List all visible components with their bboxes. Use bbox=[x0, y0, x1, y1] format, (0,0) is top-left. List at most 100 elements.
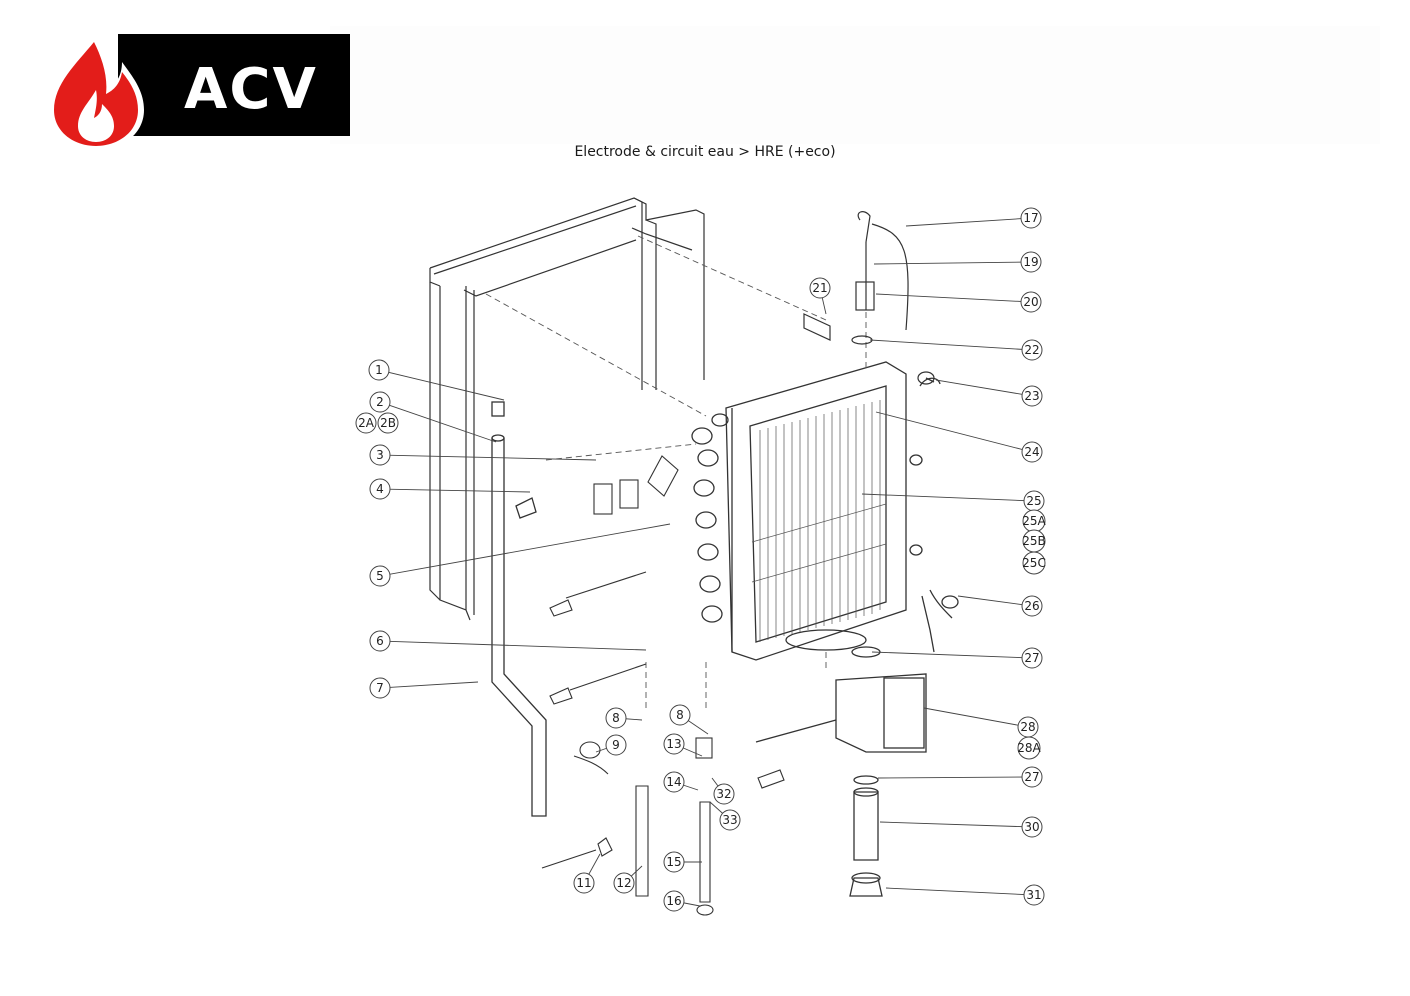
flame-icon bbox=[48, 36, 144, 150]
heat-exchanger bbox=[691, 361, 941, 661]
callout-label: 21 bbox=[812, 281, 827, 295]
callout-label: 28A bbox=[1017, 741, 1041, 755]
callout-label: 4 bbox=[376, 482, 384, 496]
callout-bubble bbox=[1021, 441, 1043, 463]
callout-bubble bbox=[613, 872, 635, 894]
leader-line bbox=[923, 707, 1029, 728]
callout-label: 2 bbox=[376, 395, 384, 409]
callout-bubble bbox=[1021, 385, 1043, 407]
callout-bubble bbox=[1023, 884, 1045, 906]
callout-bubble bbox=[809, 277, 831, 299]
leader-line bbox=[877, 776, 1033, 779]
callout-label: 6 bbox=[376, 634, 384, 648]
leader-line bbox=[869, 339, 1033, 351]
callout-bubble bbox=[369, 444, 391, 466]
callout-bubble bbox=[1021, 339, 1043, 361]
page-title: Electrode & circuit eau > HRE (+eco) bbox=[574, 144, 836, 160]
callout-label: 16 bbox=[666, 894, 681, 908]
callout-label: 15 bbox=[666, 855, 681, 869]
callout-bubble bbox=[1021, 766, 1043, 788]
callout-label: 26 bbox=[1024, 599, 1039, 613]
circulation-pump bbox=[755, 589, 959, 897]
callout-label: 12 bbox=[616, 876, 631, 890]
callout-label: 8 bbox=[676, 708, 684, 722]
callout-label: 25 bbox=[1026, 494, 1041, 508]
leader-line bbox=[379, 488, 531, 493]
callout-bubble bbox=[368, 359, 390, 381]
callout-bubble bbox=[605, 707, 627, 729]
callout-label: 1 bbox=[375, 363, 383, 377]
leader-line bbox=[875, 411, 1033, 453]
ignition-electrode bbox=[803, 211, 935, 385]
callout-label: 2B bbox=[380, 416, 396, 430]
sensor-parts bbox=[541, 455, 785, 916]
leader-line bbox=[379, 681, 479, 689]
callout-bubble bbox=[1021, 816, 1043, 838]
callout-label: 27 bbox=[1024, 770, 1039, 784]
callout-label: 14 bbox=[666, 775, 681, 789]
callout-bubble bbox=[663, 733, 685, 755]
callout-label: 13 bbox=[666, 737, 681, 751]
brand-name: ACV bbox=[184, 57, 318, 122]
header-band bbox=[330, 26, 1380, 144]
callout-bubble bbox=[663, 890, 685, 912]
callout-label: 24 bbox=[1024, 445, 1039, 459]
callout-bubble bbox=[1017, 736, 1041, 760]
callout-label: 27 bbox=[1024, 651, 1039, 665]
leader-line bbox=[957, 595, 1033, 607]
leader-line bbox=[378, 369, 505, 401]
logo-black-block bbox=[118, 34, 350, 136]
callout-label: 11 bbox=[576, 876, 591, 890]
leader-line bbox=[905, 217, 1032, 227]
callout-bubble bbox=[369, 630, 391, 652]
callout-bubble bbox=[713, 783, 735, 805]
callout-label: 9 bbox=[612, 738, 620, 752]
leader-line bbox=[935, 379, 1033, 397]
callout-label: 30 bbox=[1024, 820, 1039, 834]
callout-label: 25B bbox=[1022, 534, 1046, 548]
callout-bubble bbox=[1021, 595, 1043, 617]
callout-label: 20 bbox=[1023, 295, 1038, 309]
leader-line bbox=[379, 640, 647, 651]
callout-bubble bbox=[719, 809, 741, 831]
callout-bubble bbox=[1020, 291, 1042, 313]
callout-label: 5 bbox=[376, 569, 384, 583]
callout-label: 33 bbox=[722, 813, 737, 827]
leader-line bbox=[875, 293, 1032, 303]
callout-label: 7 bbox=[376, 681, 384, 695]
callout-bubble bbox=[355, 412, 377, 434]
callout-label: 3 bbox=[376, 448, 384, 462]
leader-line bbox=[861, 493, 1035, 502]
callout-bubble bbox=[1021, 647, 1043, 669]
callout-label: 31 bbox=[1026, 888, 1041, 902]
callout-bubble bbox=[1022, 551, 1046, 575]
callout-bubble bbox=[1020, 207, 1042, 229]
callout-bubble bbox=[663, 771, 685, 793]
leader-line bbox=[379, 454, 597, 461]
callout-bubble bbox=[663, 851, 685, 873]
leader-line bbox=[885, 887, 1035, 896]
callout-bubble bbox=[669, 704, 691, 726]
leader-lines bbox=[378, 217, 1035, 907]
callout-label: 2A bbox=[358, 416, 375, 430]
callout-label: 28 bbox=[1020, 720, 1035, 734]
callout-bubble bbox=[369, 565, 391, 587]
callout-label: 22 bbox=[1024, 343, 1039, 357]
callout-label: 8 bbox=[612, 711, 620, 725]
callout-bubble bbox=[573, 872, 595, 894]
acv-logo: ACV bbox=[26, 22, 350, 150]
callout-label: 25C bbox=[1022, 556, 1046, 570]
callout-bubble bbox=[369, 677, 391, 699]
callout-label: 17 bbox=[1023, 211, 1038, 225]
leader-line bbox=[379, 523, 671, 577]
callout-bubble bbox=[1020, 251, 1042, 273]
callout-label: 23 bbox=[1024, 389, 1039, 403]
frame-drawing bbox=[429, 197, 705, 621]
callout-bubble bbox=[377, 412, 399, 434]
leader-line bbox=[379, 401, 497, 443]
leader-line bbox=[879, 821, 1033, 828]
callout-label: 32 bbox=[716, 787, 731, 801]
flow-pipe bbox=[491, 401, 547, 817]
